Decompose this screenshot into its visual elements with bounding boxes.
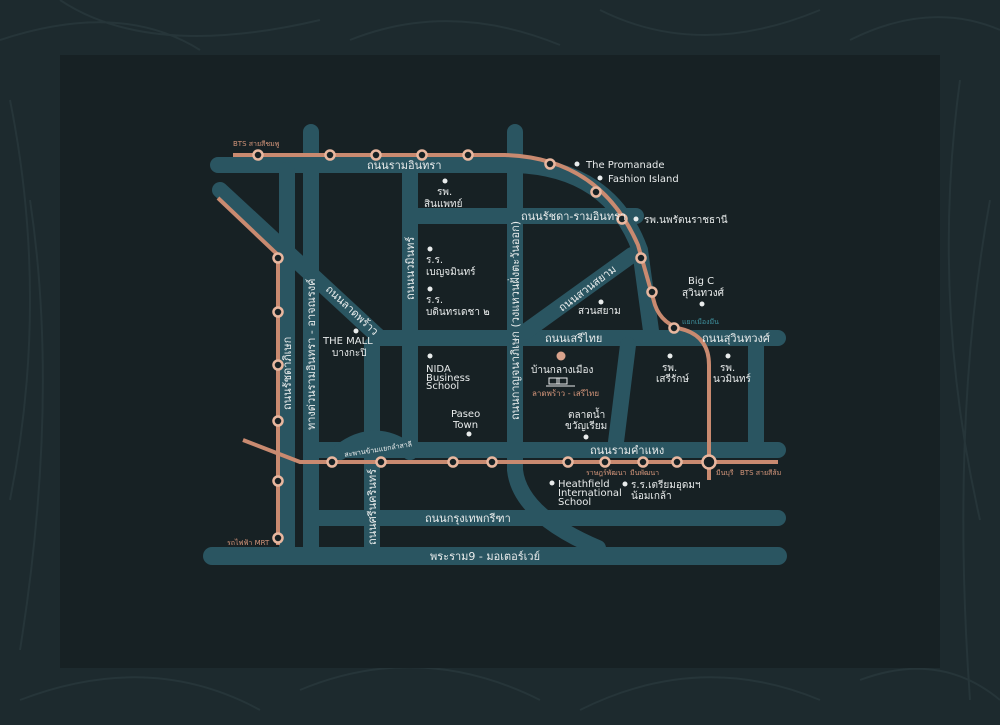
poi-heathfield-1: Heathfield — [558, 479, 610, 490]
poi-paseo-1: Paseo — [451, 409, 480, 420]
rail-bts-pink — [233, 153, 711, 480]
rail-bts-orange — [242, 438, 778, 464]
poi-nida-3: School — [426, 381, 459, 392]
poi-heathfield-3: School — [558, 497, 591, 508]
poi-suan-siam: สวนสยาม — [578, 306, 621, 317]
label-ratpattana: ราษฎร์พัฒนา — [586, 469, 626, 477]
rail-labels: BTS สายสีชมพู BTS สายสีส้ม รถไฟฟ้า MRT ม… — [227, 140, 781, 547]
poi-serirak-1: รพ. — [662, 363, 677, 374]
label-min-pattana: มีนพัฒนา — [630, 469, 659, 477]
poi-promenade: The Promanade — [585, 160, 664, 171]
label-bts-orange: BTS สายสีส้ม — [740, 469, 781, 477]
label-ratchada-ram-inthra: ถนนรัชดา-รามอินทรา — [521, 210, 626, 223]
poi-nida-2: Business — [426, 373, 470, 384]
label-lat-phrao: ถนนลาดพร้าว — [323, 283, 381, 338]
label-ramkhamhaeng: ถนนรามคำแหง — [590, 444, 664, 457]
label-ram-inthra: ถนนรามอินทรา — [367, 159, 442, 172]
roads — [210, 124, 786, 556]
label-seri-thai: ถนนเสรีไทย — [545, 332, 602, 345]
poi-nawamin-hosp-1: รพ. — [720, 363, 735, 374]
label-rama9-motorway: พระราม9 - มอเตอร์เวย์ — [430, 550, 540, 563]
poi-markers — [353, 161, 731, 487]
poi-big-c-2: สุวินทวงศ์ — [682, 287, 725, 299]
rail-mrt — [216, 196, 280, 545]
poi-triam-2: น้อมเกล้า — [631, 490, 672, 502]
poi-khwan-1: ตลาดน้ำ — [568, 407, 605, 421]
poi-benjamin-1: ร.ร. — [426, 255, 443, 266]
project-subtitle: ลาดพร้าว - เสรีไทย — [532, 389, 599, 398]
poi-nida-1: NIDA — [426, 364, 451, 375]
label-bts-pink: BTS สายสีชมพู — [233, 140, 280, 148]
poi-nawamin-hosp-2: นวมินทร์ — [713, 373, 751, 385]
poi-fashion-island: Fashion Island — [608, 174, 679, 185]
poi-bodin-2: บดินทรเดชา ๒ — [426, 307, 490, 318]
poi-khwan-2: ขวัญเรียม — [565, 420, 607, 432]
poi-sinphaet-1: รพ. — [437, 187, 452, 198]
project-name: บ้านกลางเมือง — [531, 364, 593, 376]
poi-paseo-2: Town — [452, 420, 478, 431]
poi-serirak-2: เสรีรักษ์ — [656, 373, 689, 385]
road-kanchanaphisek — [507, 124, 606, 556]
poi-bodin-1: ร.ร. — [426, 295, 443, 306]
poi-the-mall-2: บางกะปิ — [332, 348, 367, 359]
road-lat-phrao — [212, 182, 388, 346]
road-bridge — [332, 430, 418, 460]
poi-benjamin-2: เบญจมินทร์ — [426, 266, 476, 278]
poi-big-c-1: Big C — [688, 276, 714, 287]
poi-sinphaet-2: สินแพทย์ — [424, 198, 462, 210]
poi-nopparat: รพ.นพรัตนราชธานี — [644, 214, 728, 226]
label-nawamin: ถนนนวมินทร์ — [404, 237, 417, 300]
label-kanchanaphisek: ถนนกาญจนาภิเษก (วงแหวนฝั่งตะวันออก) — [507, 221, 522, 420]
label-expressway: ทางด่วนรามอินทรา - อาจณรงค์ — [305, 279, 318, 430]
poi-labels: The Promanade Fashion Island รพ.นพรัตนรา… — [322, 160, 751, 508]
project-marker: บ้านกลางเมือง ลาดพร้าว - เสรีไทย — [531, 351, 599, 398]
label-suwinthawong: ถนนสุวินทวงศ์ — [702, 332, 770, 345]
label-krungthep-kreetha: ถนนกรุงเทพกรีฑา — [425, 512, 511, 525]
label-mrt: รถไฟฟ้า MRT — [227, 538, 270, 547]
label-ratchadaphisek: ถนนรัชดาภิเษก — [281, 337, 294, 410]
label-muang-min-junction: แยกเมืองมีน — [682, 318, 719, 326]
label-srinakarin: ถนนศรีนครินทร์ — [366, 469, 379, 545]
road-suan-siam — [517, 247, 640, 340]
label-min-buri: มีนบุรี — [716, 469, 734, 477]
poi-triam-1: ร.ร.เตรียมอุดมฯ — [631, 479, 701, 491]
road-east-link — [607, 337, 636, 458]
project-logo-icon — [546, 377, 575, 387]
poi-heathfield-2: International — [558, 488, 622, 499]
stations — [252, 149, 717, 544]
poi-the-mall-1: THE MALL — [322, 336, 373, 347]
